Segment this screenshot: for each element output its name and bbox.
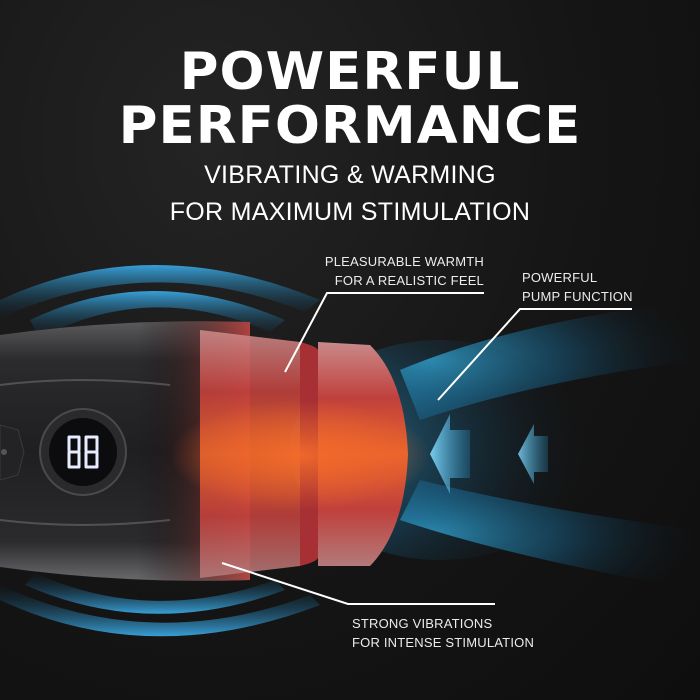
vibration-leader-line [221, 562, 495, 605]
callout-vibration: STRONG VIBRATIONS FOR INTENSE STIMULATIO… [352, 614, 534, 652]
vibration-wave-icon-bottom [0, 573, 320, 637]
subheadline-line-1: VIBRATING & WARMING [204, 161, 496, 189]
callout-pump: POWERFUL PUMP FUNCTION [522, 268, 633, 306]
headline-line-2: PERFORMANCE [118, 96, 582, 156]
callout-pump-line-1: POWERFUL [522, 270, 598, 285]
headline-line-1: POWERFUL [179, 42, 521, 102]
callout-pump-line-2: PUMP FUNCTION [522, 289, 633, 304]
power-button-icon [0, 424, 25, 481]
pump-arrow-left-icon [430, 414, 470, 494]
callout-warmth: PLEASURABLE WARMTH FOR A REALISTIC FEEL [300, 252, 484, 290]
digital-display-icon [39, 408, 127, 496]
callout-warmth-line-1: PLEASURABLE WARMTH [324, 254, 484, 269]
callout-leader-lines [221, 292, 632, 605]
heated-sleeve [170, 330, 430, 578]
callout-warmth-line-2: FOR A REALISTIC FEEL [334, 273, 484, 288]
callout-vibration-line-1: STRONG VIBRATIONS [352, 616, 493, 631]
callout-vibration-line-2: FOR INTENSE STIMULATION [352, 635, 535, 650]
pump-leader-line [437, 308, 632, 401]
warmth-leader-line [284, 292, 484, 373]
vibration-wave-icon-top [0, 265, 320, 338]
pump-arrow-left-icon-secondary [518, 424, 548, 484]
subheadline-line-2: FOR MAXIMUM STIMULATION [169, 198, 531, 226]
